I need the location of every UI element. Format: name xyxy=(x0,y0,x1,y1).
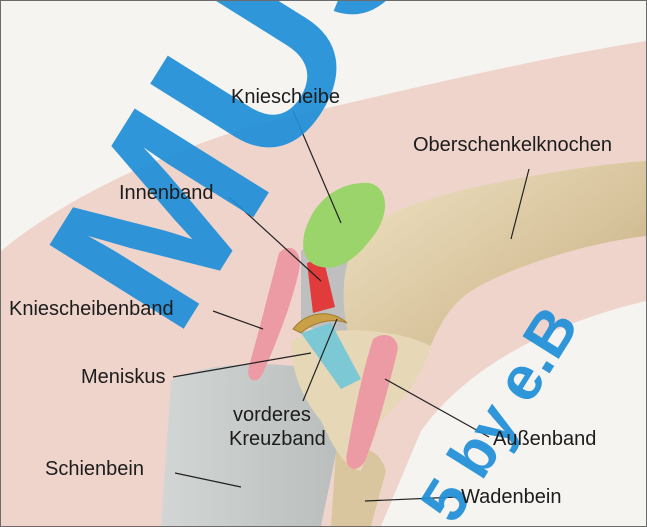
label-aussenband: Außenband xyxy=(493,429,596,449)
label-kreuzband: Kreuzband xyxy=(229,429,326,449)
label-kniescheibenband: Kniescheibenband xyxy=(9,299,174,319)
label-kniescheibe: Kniescheibe xyxy=(231,87,340,107)
label-oberschenkelknochen: Oberschenkelknochen xyxy=(413,135,612,155)
label-meniskus: Meniskus xyxy=(81,367,165,387)
label-schienbein: Schienbein xyxy=(45,459,144,479)
label-innenband: Innenband xyxy=(119,183,214,203)
label-vorderes: vorderes xyxy=(233,405,311,425)
label-wadenbein: Wadenbein xyxy=(461,487,561,507)
